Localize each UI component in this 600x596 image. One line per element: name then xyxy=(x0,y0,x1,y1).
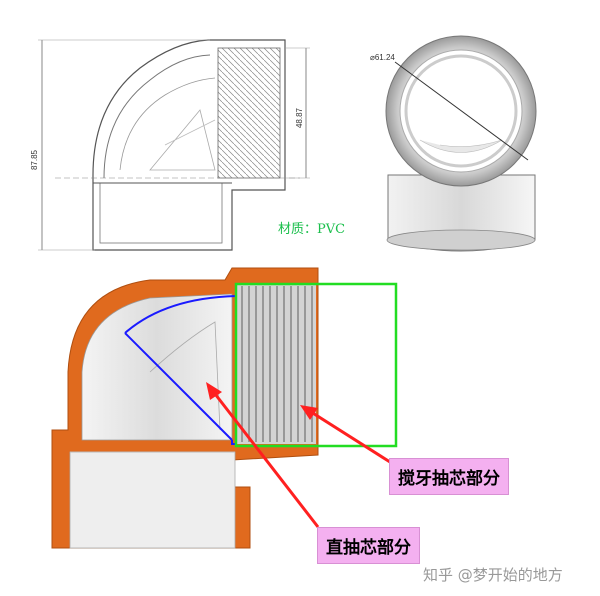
elbow-inner-curve-2 xyxy=(119,77,216,171)
elbow-inner-curve xyxy=(103,54,211,179)
section-threads xyxy=(236,284,316,444)
dim-diameter: ⌀61.24 xyxy=(370,53,395,62)
technical-drawing: 87.85 48.87 xyxy=(30,39,310,251)
callout-thread-core: 搅牙抽芯部分 xyxy=(389,458,509,495)
arrow-straight-core xyxy=(210,389,320,528)
thread-core-box xyxy=(234,282,398,448)
dim-thread-height: 48.87 xyxy=(295,107,304,128)
dim-total-height: 87.85 xyxy=(30,149,39,170)
thread-section xyxy=(217,47,281,179)
lower-socket xyxy=(99,182,223,244)
arrow-thread-core xyxy=(307,408,391,464)
callout-straight-core: 直抽芯部分 xyxy=(317,527,420,564)
render-3d: ⌀61.24 xyxy=(370,35,537,252)
material-label: 材质：PVC xyxy=(278,222,346,237)
section-lower-socket xyxy=(69,451,236,549)
watermark: 知乎 @梦开始的地方 xyxy=(423,566,563,584)
section-view xyxy=(51,267,398,549)
annotation-arrows xyxy=(206,382,391,528)
